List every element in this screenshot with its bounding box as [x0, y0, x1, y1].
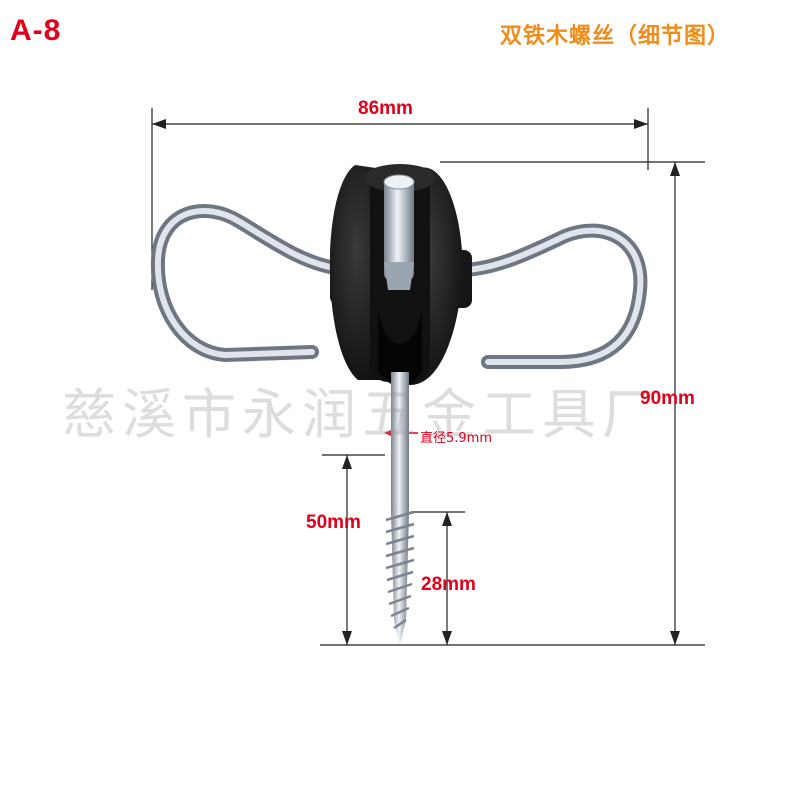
arrowheads [152, 119, 680, 645]
screw-threads [385, 510, 415, 630]
thread-length-label: 28mm [421, 574, 476, 595]
height-label: 90mm [640, 388, 695, 409]
center-bolt [383, 174, 415, 290]
product-title: 双铁木螺丝（细节图） [500, 24, 731, 49]
dimension-lines [151, 108, 705, 646]
watermark: 慈溪市永润五金工具厂 [62, 383, 662, 446]
width-label: 86mm [358, 98, 413, 119]
wood-screw [385, 372, 415, 645]
diameter-label: 直径5.9mm [420, 431, 493, 446]
screw-length-label: 50mm [306, 512, 361, 533]
model-label: A-8 [10, 14, 62, 47]
